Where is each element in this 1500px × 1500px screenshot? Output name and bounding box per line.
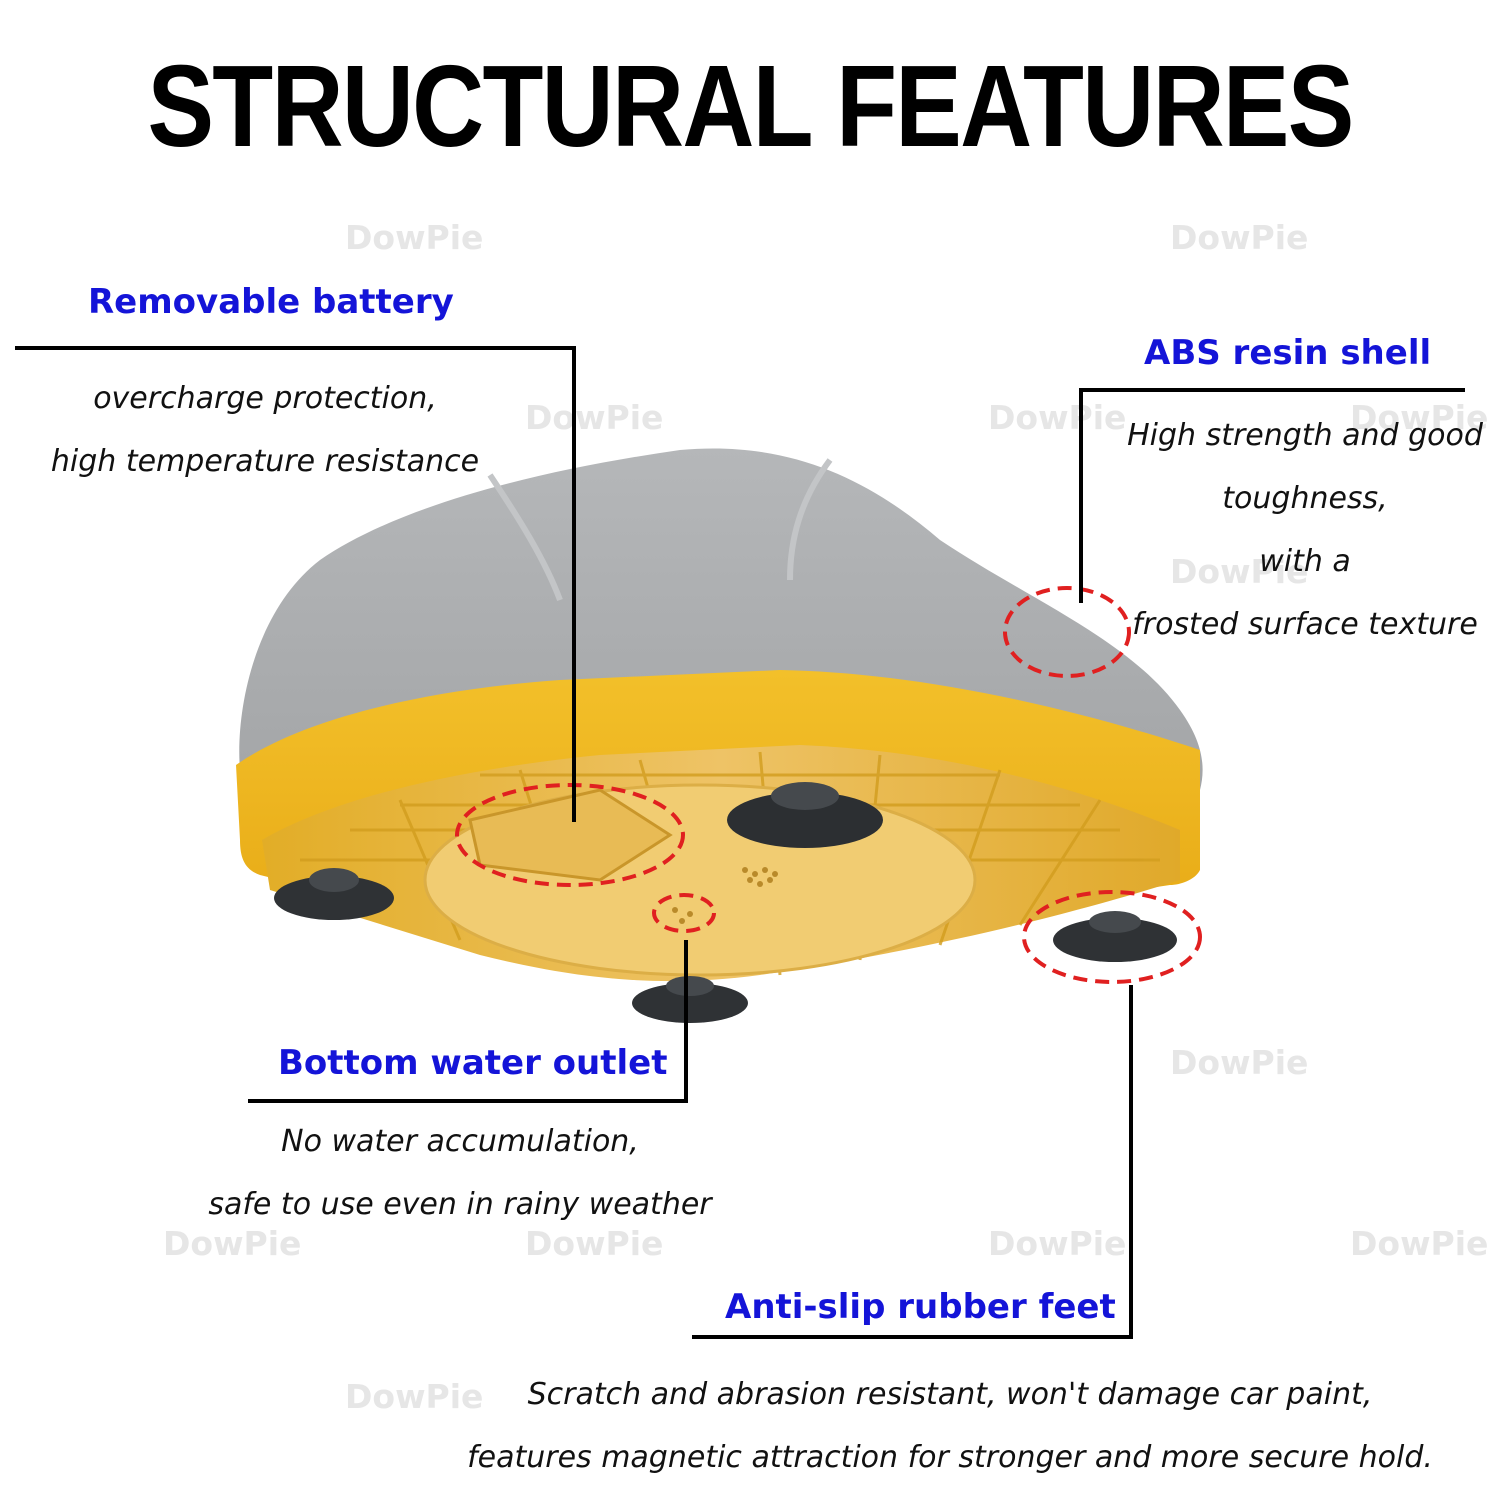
watermark: DowPie	[988, 1224, 1127, 1263]
watermark: DowPie	[1170, 218, 1309, 257]
feature-heading-outlet: Bottom water outlet	[278, 1043, 668, 1083]
watermark: DowPie	[525, 1224, 664, 1263]
callout-circle-outlet	[652, 893, 716, 933]
watermark: DowPie	[1170, 552, 1309, 591]
feature-desc-shell: High strength and good toughness, with a…	[1127, 418, 1483, 642]
page-title: STRUCTURAL FEATURES	[147, 41, 1354, 171]
leader-line-outlet	[248, 940, 688, 1103]
watermark: DowPie	[1350, 398, 1489, 437]
feature-heading-battery: Removable battery	[88, 282, 454, 322]
callout-circle-feet	[1022, 890, 1202, 984]
watermark: DowPie	[1170, 1043, 1309, 1082]
feature-heading-shell: ABS resin shell	[1144, 333, 1432, 373]
watermark: DowPie	[1350, 1224, 1489, 1263]
feature-desc-feet: Scratch and abrasion resistant, won't da…	[467, 1377, 1433, 1475]
watermark: DowPie	[988, 398, 1127, 437]
feature-desc-outlet: No water accumulation, safe to use even …	[208, 1124, 712, 1222]
watermark: DowPie	[345, 1377, 484, 1416]
leader-line-feet	[692, 985, 1133, 1339]
leader-line-shell	[1079, 388, 1465, 603]
watermark: DowPie	[525, 398, 664, 437]
watermark: DowPie	[163, 1224, 302, 1263]
callout-circle-battery	[455, 783, 685, 887]
rubber-feet	[274, 782, 1177, 1023]
callout-circle-shell	[1003, 586, 1131, 678]
feature-desc-battery: overcharge protection, high temperature …	[50, 381, 480, 479]
feature-heading-feet: Anti-slip rubber feet	[725, 1287, 1116, 1327]
watermark: DowPie	[345, 218, 484, 257]
leader-line-battery	[15, 346, 576, 822]
